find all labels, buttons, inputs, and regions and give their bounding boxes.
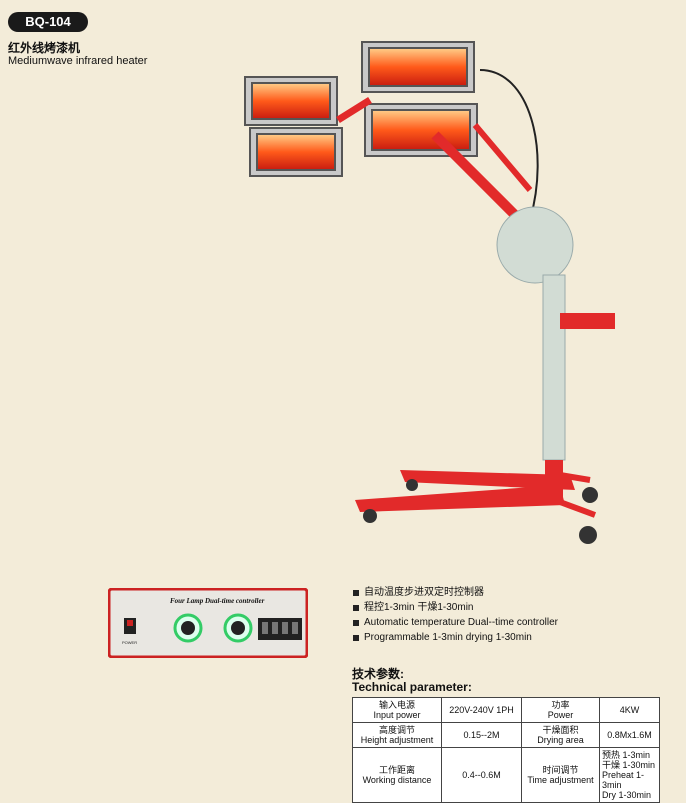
feature-item: Automatic temperature Dual--time control… — [352, 615, 558, 630]
spec-value: 4KW — [599, 697, 660, 723]
product-title-en: Mediumwave infrared heater — [8, 55, 148, 67]
pole — [542, 274, 566, 461]
spec-value: 220V-240V 1PH — [441, 697, 522, 723]
controller-title: Four Lamp Dual-time controller — [170, 597, 265, 605]
controller-photo: Four Lamp Dual-time controller POWER — [108, 588, 308, 658]
lamp-head-bottom-right — [364, 103, 478, 157]
feature-item: Programmable 1-3min drying 1-30min — [352, 630, 558, 645]
feature-item: 程控1-3min 干燥1-30min — [352, 600, 558, 615]
feature-item: 自动温度步进双定时控制器 — [352, 585, 558, 600]
controller-power-label: POWER — [122, 640, 137, 645]
heater-product-photo — [244, 41, 615, 544]
spec-value: 0.4--0.6M — [441, 747, 522, 803]
lamp-head-top-left — [244, 76, 338, 126]
tech-heading-zh: 技术参数: — [352, 667, 404, 681]
tech-heading-en: Technical parameter: — [352, 680, 472, 694]
spec-value: 0.8Mx1.6M — [599, 722, 660, 748]
pivot-disc — [496, 206, 574, 284]
product-title-zh: 红外线烤漆机 — [8, 41, 81, 55]
spec-value: 预热 1-3min 干燥 1-30min Preheat 1-3min Dry … — [599, 747, 660, 803]
lamp-head-bottom-left — [249, 127, 343, 177]
feature-list: 自动温度步进双定时控制器 程控1-3min 干燥1-30min Automati… — [352, 585, 558, 645]
spec-value: 0.15--2M — [441, 722, 522, 748]
lamp-head-top-right — [361, 41, 475, 93]
side-tray — [560, 313, 615, 329]
model-badge: BQ-104 — [8, 12, 88, 32]
